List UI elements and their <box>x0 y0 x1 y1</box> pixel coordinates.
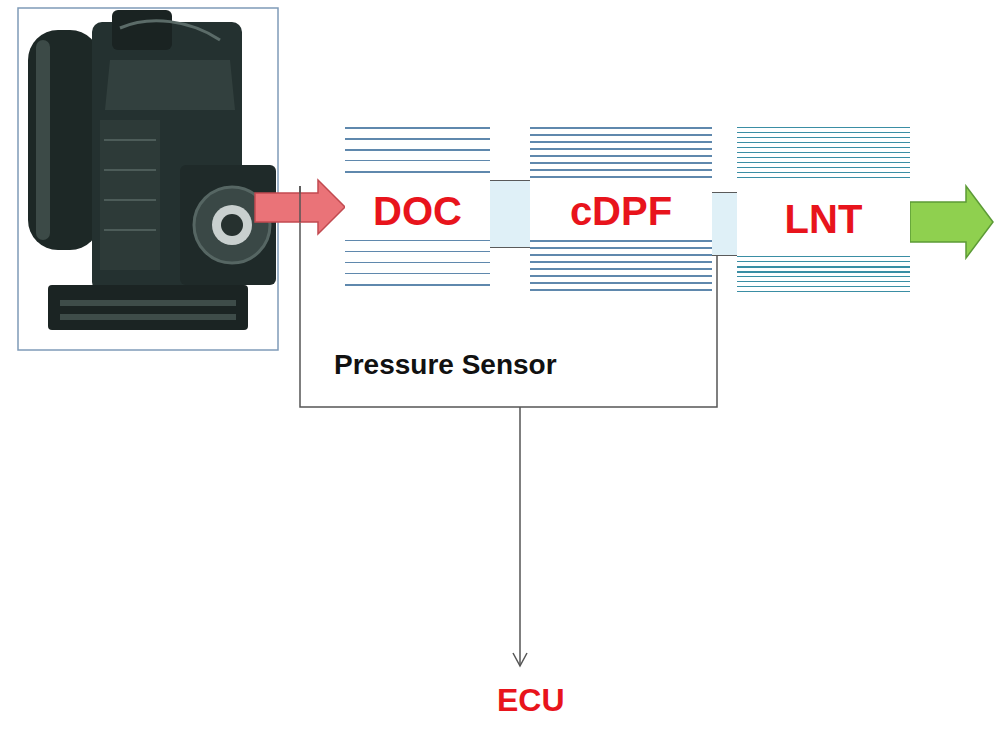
trap-box: LNT <box>737 125 910 292</box>
pipe-connector <box>712 224 737 225</box>
pipe-outline <box>490 180 530 248</box>
unit-label: ECU <box>497 683 565 718</box>
pipe-outline <box>712 192 737 256</box>
catalyst-box: DOC <box>345 125 490 292</box>
stripe-band <box>530 240 712 292</box>
pipe-connector <box>490 214 530 215</box>
box-center: cDPF <box>530 182 712 240</box>
stripe-band <box>345 240 490 292</box>
signal-wire <box>519 407 521 665</box>
stripe-band <box>737 127 910 182</box>
box-title: cDPF <box>570 189 672 233</box>
filter-box: cDPF <box>530 125 712 292</box>
box-title: DOC <box>373 189 462 233</box>
exhaust-out-arrow <box>910 186 993 258</box>
signal-arrowhead <box>513 653 527 666</box>
engine-picture <box>18 8 278 350</box>
sensor-label: Pressure Sensor <box>334 350 557 381</box>
stripe-band <box>737 256 910 292</box>
pipe-fill <box>490 181 530 247</box>
box-center: LNT <box>737 182 910 256</box>
stripe-band <box>345 127 490 182</box>
box-title: LNT <box>785 197 863 241</box>
sensor-wire <box>299 186 301 222</box>
exhaust-in-arrow <box>255 180 345 234</box>
pipe-fill <box>712 193 737 255</box>
box-center: DOC <box>345 182 490 240</box>
stripe-band <box>530 127 712 182</box>
